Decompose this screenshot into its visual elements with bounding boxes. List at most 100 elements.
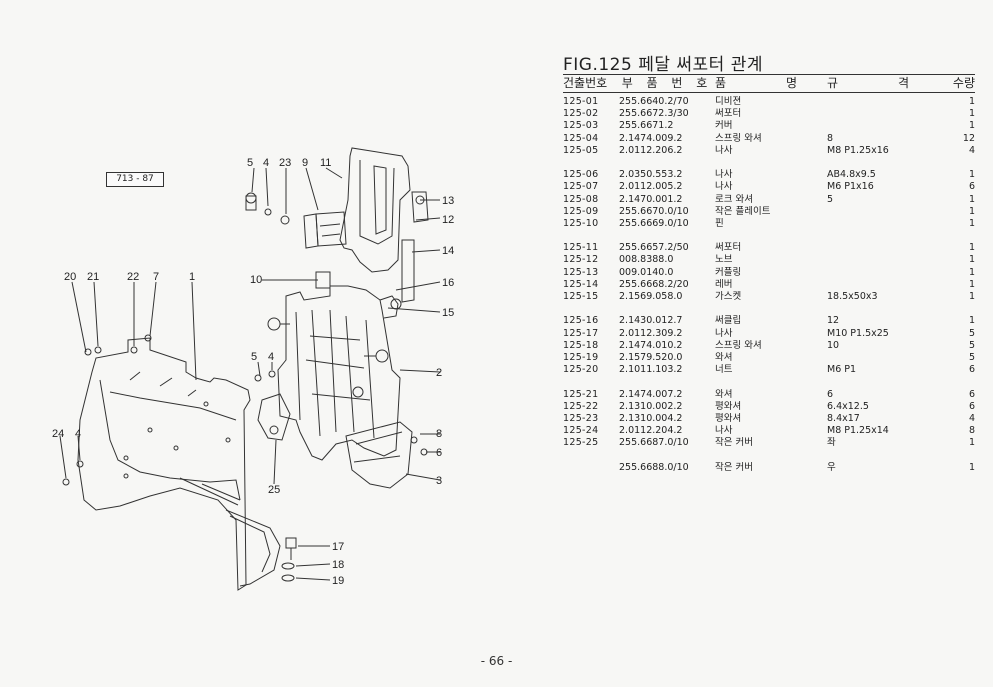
svg-text:19: 19 — [332, 575, 344, 587]
part-number-cell: 008.8388.0 — [619, 254, 674, 266]
svg-text:22: 22 — [127, 271, 139, 283]
name-cell: 핀 — [715, 217, 724, 229]
svg-text:9: 9 — [302, 157, 308, 169]
spec-cell: 좌 — [827, 437, 836, 449]
ref-cell: 125-07 — [563, 181, 599, 193]
ref-cell: 125-18 — [563, 339, 599, 351]
spec-cell: 10 — [827, 339, 840, 351]
header-part-no: 부 품 번 호 — [621, 76, 713, 90]
name-cell: 너트 — [715, 364, 733, 376]
qty-cell: 1 — [968, 254, 975, 266]
qty-cell: 6 — [968, 388, 975, 400]
name-cell: 나사 — [715, 169, 733, 181]
svg-text:24: 24 — [52, 428, 64, 440]
ref-cell: 125-21 — [563, 388, 599, 400]
spec-cell: 우 — [827, 461, 836, 473]
small-plate-part — [345, 421, 413, 489]
qty-cell: 5 — [968, 351, 975, 363]
supporter-column-part — [339, 147, 411, 273]
group-spacer — [563, 157, 975, 169]
part-number-cell: 2.1430.012.7 — [619, 315, 683, 327]
name-cell: 작은 플레이트 — [715, 205, 771, 217]
spec-cell — [827, 218, 939, 230]
spec-cell: AB4.8x9.5 — [827, 169, 876, 181]
reference-code-box: 713 - 87 — [106, 172, 164, 187]
figure-title: FIG.125 페달 써포터 관계 — [563, 55, 764, 75]
qty-cell: 12 — [962, 132, 975, 144]
part-number-cell: 2.1569.058.0 — [619, 291, 683, 302]
spec-cell: M8 P1.25x16 — [827, 144, 889, 156]
part-number-cell: 255.6668.2/20 — [619, 278, 689, 290]
svg-text:11: 11 — [320, 157, 331, 169]
qty-cell: 5 — [968, 339, 975, 351]
spec-cell — [827, 206, 939, 218]
svg-text:12: 12 — [442, 214, 454, 226]
spec-cell — [827, 108, 939, 120]
qty-cell: 1 — [968, 291, 975, 302]
header-name-a: 품 — [715, 76, 727, 90]
svg-text:5: 5 — [251, 351, 257, 363]
ref-cell: 125-09 — [563, 205, 599, 217]
svg-text:25: 25 — [268, 484, 280, 496]
part-number-cell: 2.1474.009.2 — [619, 132, 683, 144]
name-cell: 나사 — [715, 327, 733, 339]
name-cell: 노브 — [715, 254, 733, 266]
part-number-cell: 255.6671.2 — [619, 120, 674, 132]
name-cell: 평와셔 — [715, 412, 742, 424]
ref-cell: 125-02 — [563, 108, 599, 120]
qty-cell: 1 — [968, 437, 975, 449]
spec-cell: 8 — [827, 132, 834, 144]
svg-text:3: 3 — [436, 475, 442, 487]
part-number-cell: 2.0350.553.2 — [619, 169, 683, 181]
qty-cell: 1 — [968, 120, 975, 132]
name-cell: 와셔 — [715, 388, 733, 400]
qty-cell: 1 — [968, 193, 975, 205]
name-cell: 로크 와셔 — [715, 193, 753, 205]
part-number-cell: 255.6687.0/10 — [619, 437, 689, 449]
part-number-cell: 255.6670.0/10 — [619, 205, 689, 217]
spec-cell — [827, 96, 939, 108]
name-cell: 와셔 — [715, 351, 733, 363]
ref-cell: 125-11 — [563, 242, 599, 254]
part-number-cell: 255.6672.3/30 — [619, 108, 689, 120]
part-number-cell: 009.0140.0 — [619, 266, 674, 278]
ref-cell: 125-14 — [563, 278, 599, 290]
ref-cell — [563, 462, 619, 474]
ref-cell: 125-20 — [563, 364, 599, 376]
spec-cell — [827, 120, 939, 132]
qty-cell: 6 — [968, 400, 975, 412]
part-number-cell: 255.6640.2/70 — [619, 96, 689, 107]
ref-cell: 125-17 — [563, 327, 599, 339]
header-name: 품 명 — [715, 75, 827, 92]
part-number-cell: 2.0112.206.2 — [619, 144, 683, 156]
part-number-cell: 2.1011.103.2 — [619, 364, 683, 376]
ref-cell: 125-19 — [563, 351, 599, 363]
qty-cell: 1 — [968, 169, 975, 181]
svg-text:23: 23 — [279, 157, 291, 169]
part-number-cell: 2.0112.005.2 — [619, 181, 683, 193]
spec-cell — [827, 267, 939, 279]
spec-cell: M10 P1.5x25 — [827, 327, 889, 339]
svg-text:1: 1 — [189, 271, 195, 283]
name-cell: 커버 — [715, 120, 733, 132]
name-cell: 써포터 — [715, 242, 742, 254]
page-number: - 66 - — [480, 654, 513, 668]
name-cell: 평와셔 — [715, 400, 742, 412]
